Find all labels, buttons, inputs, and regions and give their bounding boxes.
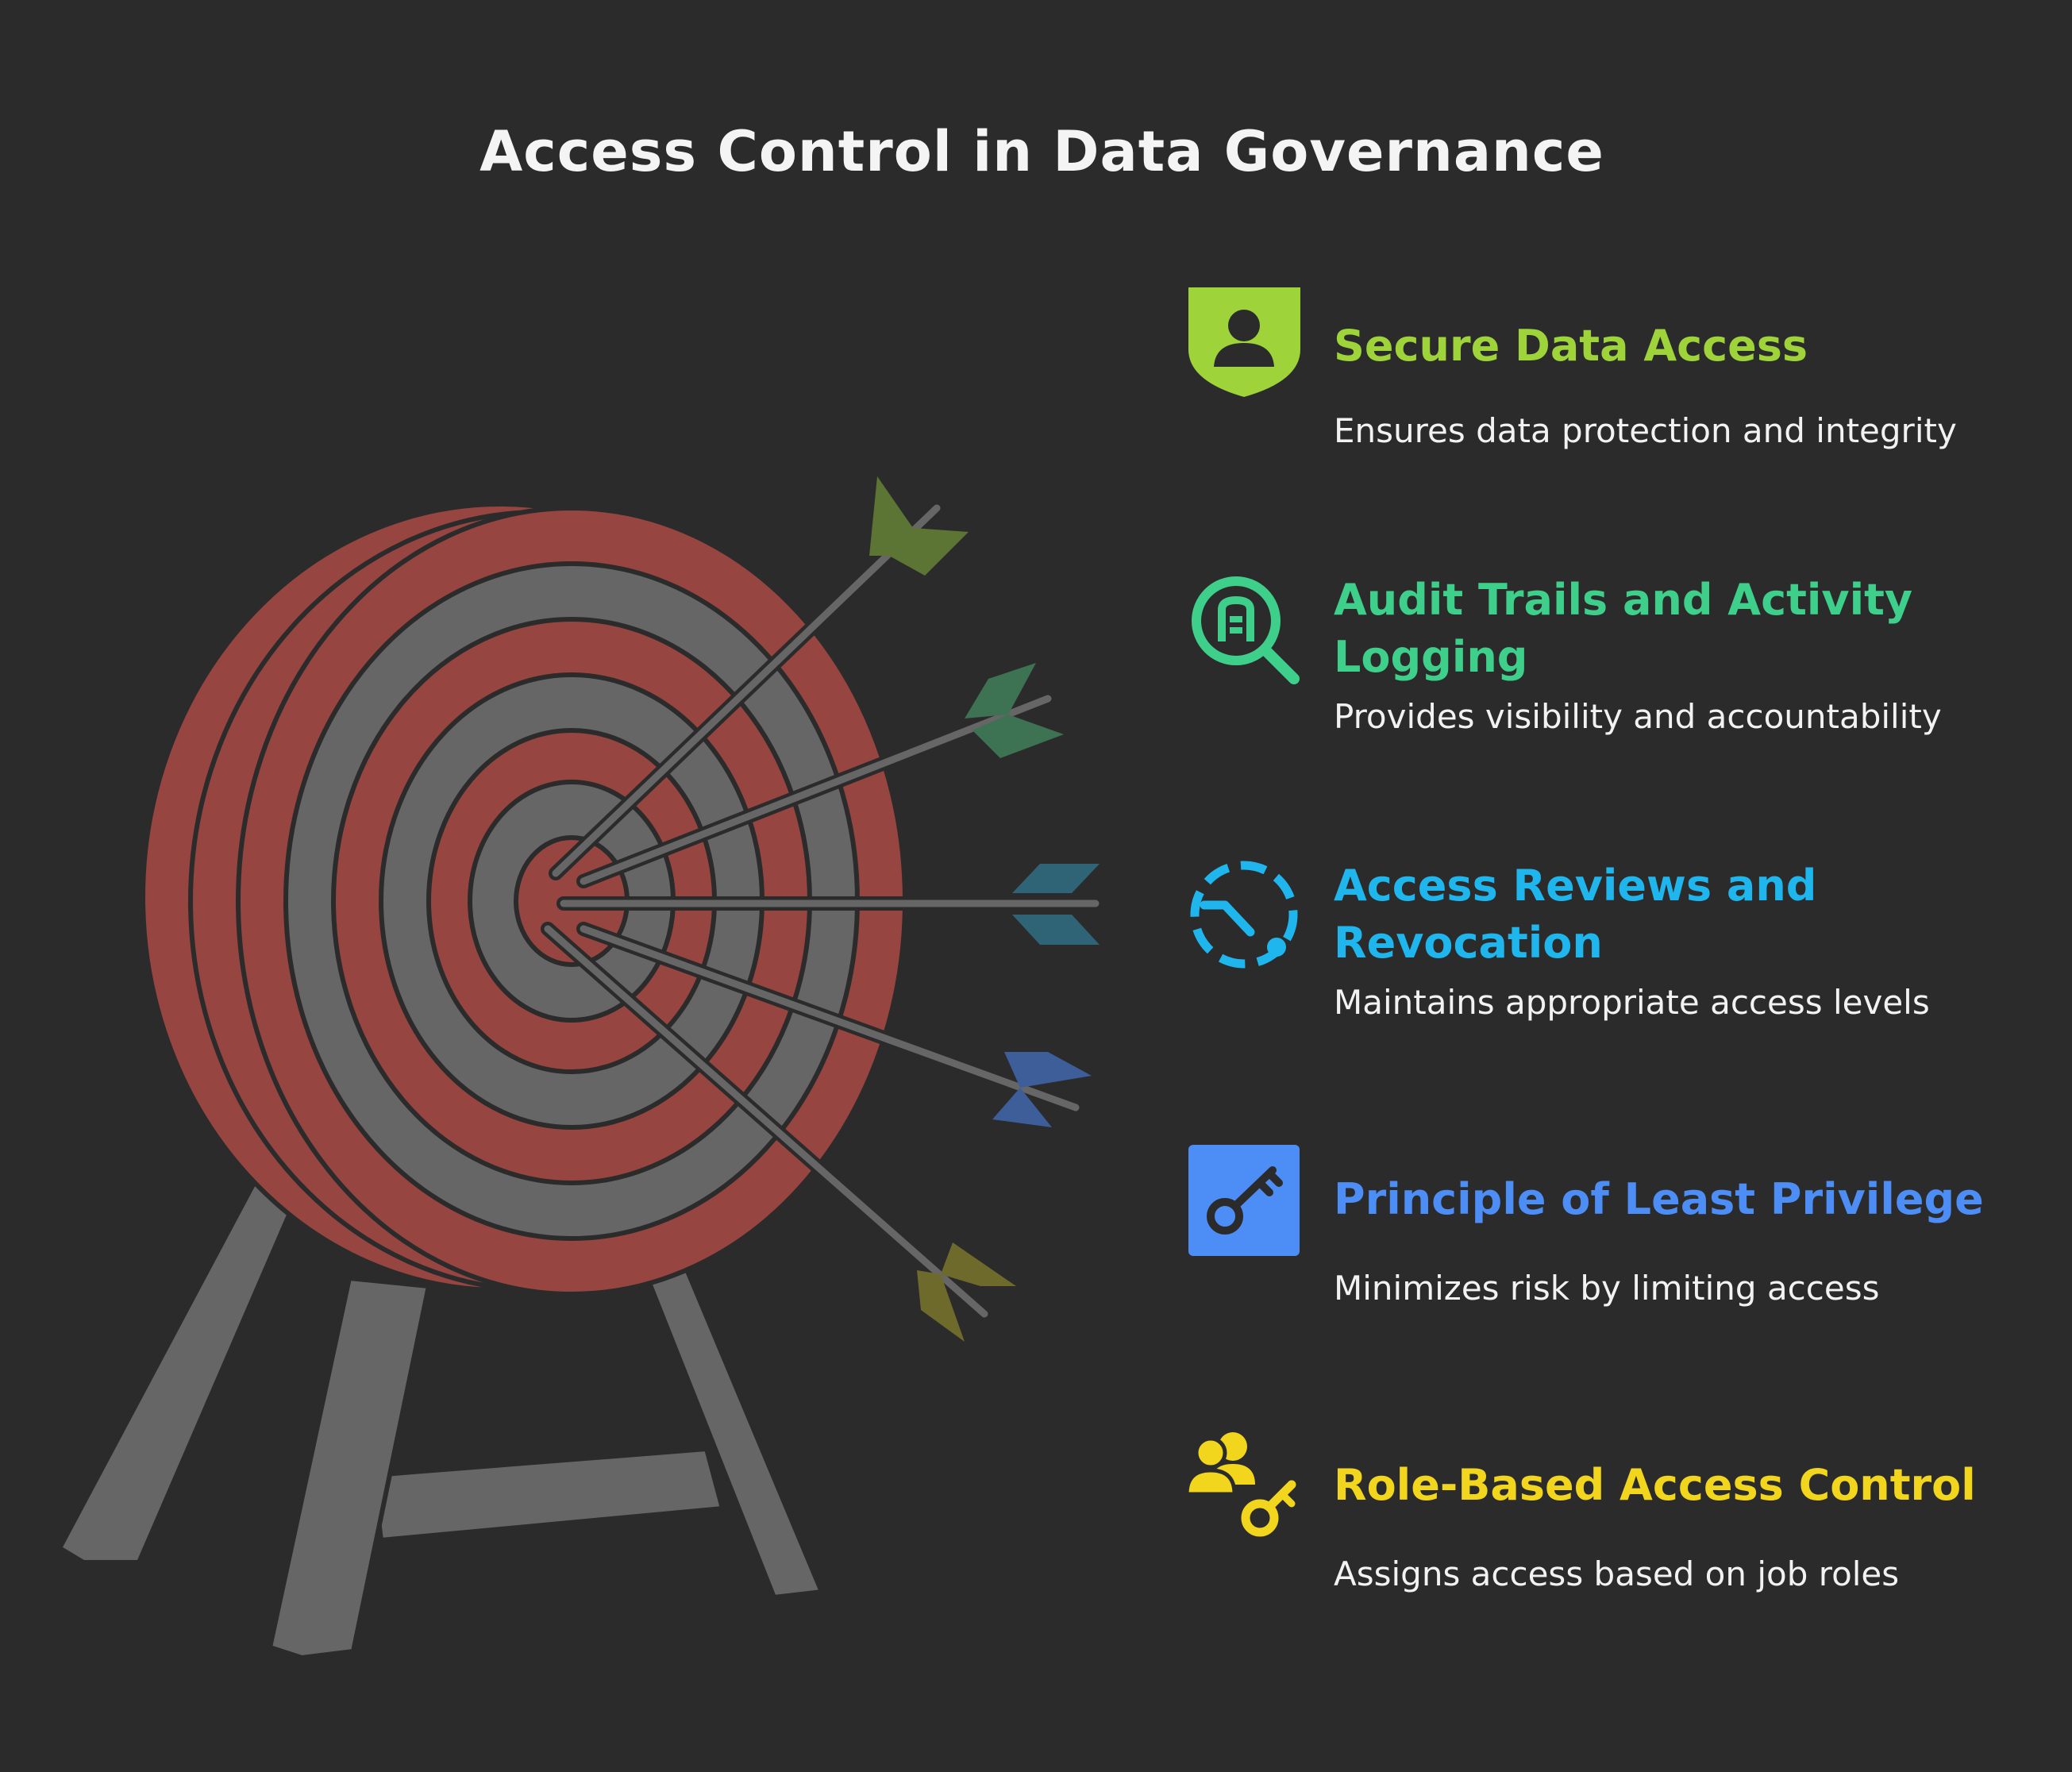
item-description: Assigns access based on job roles [1334,1554,1900,1593]
search-document-icon [1192,576,1300,684]
arrow-5 [541,922,1016,1342]
item-description: Minimizes risk by limiting access [1334,1269,1880,1308]
target-leg-front [268,1276,431,1660]
arrow-4 [576,922,1092,1147]
dashed-clock-icon [1190,861,1298,969]
item-heading: Principle of Least Privilege [1334,1174,1984,1224]
item-heading: Access Reviews and Revocation [1334,861,1817,968]
item-heading: Secure Data Access [1334,321,1808,371]
item-heading: Role-Based Access Control [1334,1460,1976,1510]
item-description: Provides visibility and accountability [1334,697,1942,736]
arrow-1 [549,476,969,880]
item-heading: Audit Trails and Activity Logging [1334,575,1913,682]
page-title: Access Control in Data Governance [479,119,1604,184]
archery-target-illustration [57,476,1103,1660]
target-crossbar [371,1446,725,1543]
key-icon [1188,1145,1300,1256]
users-key-icon [1187,1432,1296,1537]
shield-user-icon [1188,287,1300,397]
arrow-3 [557,864,1103,945]
item-description: Ensures data protection and integrity [1334,411,1957,450]
item-description: Maintains appropriate access levels [1334,983,1930,1022]
arrow-2 [576,663,1064,888]
target-leg-left [57,1181,300,1565]
